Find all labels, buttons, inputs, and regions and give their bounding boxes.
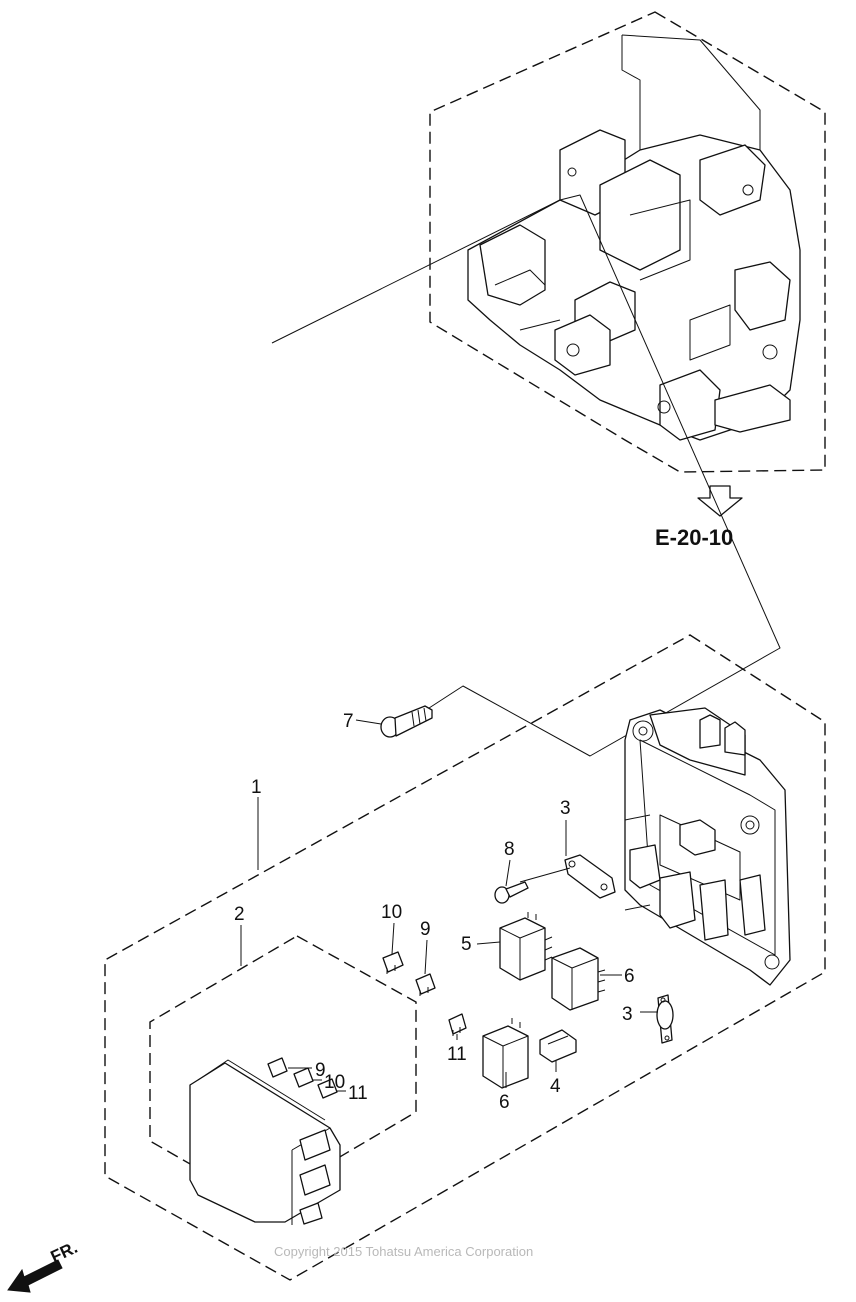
callout-11-right: 11 (348, 1083, 368, 1104)
relay-6a-part (551, 947, 606, 1011)
fuse-9b-part (267, 1057, 288, 1078)
callout-6-lower: 6 (499, 1092, 510, 1113)
leader-lines (240, 719, 658, 1092)
relay-5-part (499, 912, 553, 981)
relay-6b-part (482, 1018, 529, 1089)
clamp-lower-part (656, 994, 674, 1044)
upper-bracket-group (429, 11, 826, 473)
callout-3-lower: 3 (622, 1004, 633, 1025)
copyright-text: Copyright 2015 Tohatsu America Corporati… (274, 1244, 533, 1259)
callout-9-upper: 9 (420, 919, 431, 940)
callout-7: 7 (343, 711, 354, 732)
fuse-11a-part (448, 1013, 467, 1036)
callout-10-upper: 10 (381, 902, 402, 923)
callout-11-lower: 11 (447, 1044, 467, 1065)
front-arrow-icon (7, 1259, 63, 1293)
fuse-9a-part (415, 973, 436, 996)
cover-part (189, 1059, 341, 1225)
cover-dashed-boundary (149, 935, 417, 1205)
reference-arrow (697, 485, 743, 517)
callout-2: 2 (234, 904, 245, 925)
fuse-11b-part (317, 1078, 338, 1099)
callout-9-lower: 9 (315, 1060, 326, 1081)
reference-label: E-20-10 (655, 525, 733, 550)
bracket-housing (467, 34, 801, 441)
fuse-10a-part (382, 951, 404, 974)
callout-4: 4 (550, 1076, 561, 1097)
callout-3-upper: 3 (560, 798, 571, 819)
bolt-part (380, 705, 433, 738)
fuse-10b-part (293, 1067, 314, 1088)
connector-part (539, 1029, 577, 1063)
callout-6-upper: 6 (624, 966, 635, 987)
callout-1: 1 (251, 777, 262, 798)
lower-dashed-boundary (104, 634, 826, 1281)
screw-part (494, 881, 529, 904)
fuse-box-body (624, 707, 791, 986)
bracket-leader-line (271, 194, 781, 757)
callout-5: 5 (461, 934, 472, 955)
upper-dashed-boundary (429, 11, 826, 473)
callout-10-lower: 10 (324, 1072, 345, 1093)
callout-8: 8 (504, 839, 515, 860)
clamp-upper-part (564, 854, 616, 899)
